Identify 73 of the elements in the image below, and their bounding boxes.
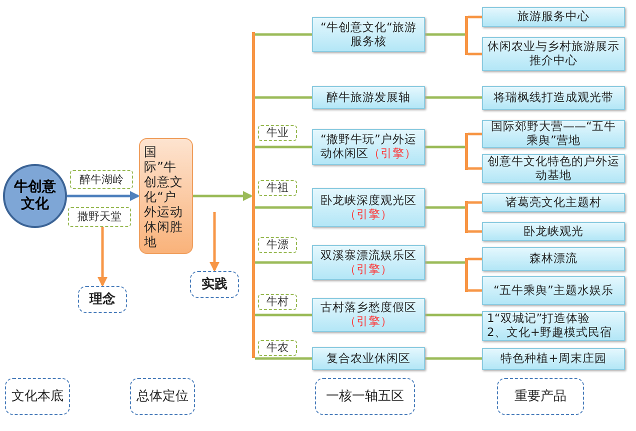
tag-box: 牛村 [258, 294, 297, 310]
branch-line [468, 16, 482, 18]
product-box: 旅游服务中心 [482, 7, 625, 27]
category-box: 实践 [190, 271, 239, 298]
bar [465, 201, 468, 233]
branch-line [468, 52, 482, 56]
branch-line [468, 258, 482, 260]
arrow [210, 212, 220, 272]
product-box: 将瑞枫线打造成观光带 [482, 86, 625, 110]
product-box: 创意牛文化特色的户外运动基地 [482, 154, 625, 183]
branch-line [468, 201, 482, 204]
zone-box [312, 298, 425, 332]
zone-text: 卧龙峡深度观光区 [320, 194, 416, 208]
branch-line [255, 261, 312, 264]
branch-line [425, 146, 465, 148]
tag-box: 牛业 [258, 125, 297, 141]
product-box: 特色种植+周末庄园 [482, 348, 625, 370]
engine-label: （引擎） [344, 208, 392, 222]
branch-line [425, 96, 482, 99]
tag-box: 撒野天堂 [68, 207, 131, 227]
positioning-box: 国际”牛创意文化“户外运动休闲胜地 [139, 138, 193, 254]
zone-box: 复合农业休闲区 [312, 347, 425, 370]
branch-line [425, 357, 482, 360]
branch-line [425, 314, 482, 316]
product-box: 国际郊野大营——“五牛乘舆”营地 [482, 120, 625, 148]
branch-line [255, 314, 312, 316]
circle-node: 牛创意文化 [3, 164, 67, 228]
product-box: 休闲农业与乡村旅游展示推介中心 [482, 37, 625, 71]
branch-line [255, 357, 312, 360]
arrow [193, 191, 253, 201]
zone-text: 古村落乡愁度假区 [320, 301, 416, 315]
arrow [67, 191, 140, 201]
category-box: 总体定位 [130, 378, 195, 415]
zone-box: “牛创意文化“旅游服务核 [312, 17, 425, 52]
product-box: “五牛乘舆”主题水娱乐 [482, 276, 625, 305]
branch-line [468, 230, 482, 233]
branch-line [468, 167, 482, 170]
zone-text: “撒野牛玩”户外运动休闲区（引擎） [320, 133, 418, 161]
product-box: 卧龙峡观光 [482, 222, 625, 241]
branch-line [425, 206, 465, 209]
zone-box [312, 188, 425, 227]
branch-line [425, 261, 465, 264]
bar [465, 133, 468, 170]
engine-label: （引擎） [344, 315, 392, 329]
category-box: 重要产品 [497, 378, 584, 415]
branch-line [255, 146, 312, 148]
product-box [482, 311, 625, 341]
arrow [98, 227, 108, 287]
branch-line [468, 289, 482, 292]
engine-label: （引擎） [344, 262, 392, 276]
product-text: 1“双城记”打造体验 [487, 312, 590, 326]
product-box: 诸葛亮文化主题村 [482, 193, 625, 212]
zone-box [312, 129, 425, 165]
branch-line [255, 96, 312, 99]
category-box: 文化本底 [5, 378, 70, 415]
tag-box: 醉牛湖岭 [70, 170, 133, 189]
tag-box: 牛漂 [258, 237, 297, 253]
bar [465, 16, 468, 55]
branch-line [425, 33, 465, 36]
tag-box: 牛农 [258, 340, 297, 356]
bar [465, 258, 468, 292]
category-box: 一核一轴五区 [315, 378, 415, 415]
bar [252, 32, 255, 358]
zone-box: 醉牛旅游发展轴 [312, 86, 425, 109]
zone-box [312, 245, 425, 280]
tag-box: 牛祖 [258, 180, 297, 196]
zone-text: 双溪寨漂流娱乐区 [320, 248, 416, 262]
product-box: 森林漂流 [482, 247, 625, 271]
branch-line [255, 206, 312, 209]
branch-line [468, 132, 482, 136]
product-text: 2、文化+野趣模式民宿 [487, 326, 612, 340]
branch-line [255, 33, 312, 36]
category-box: 理念 [78, 286, 127, 313]
